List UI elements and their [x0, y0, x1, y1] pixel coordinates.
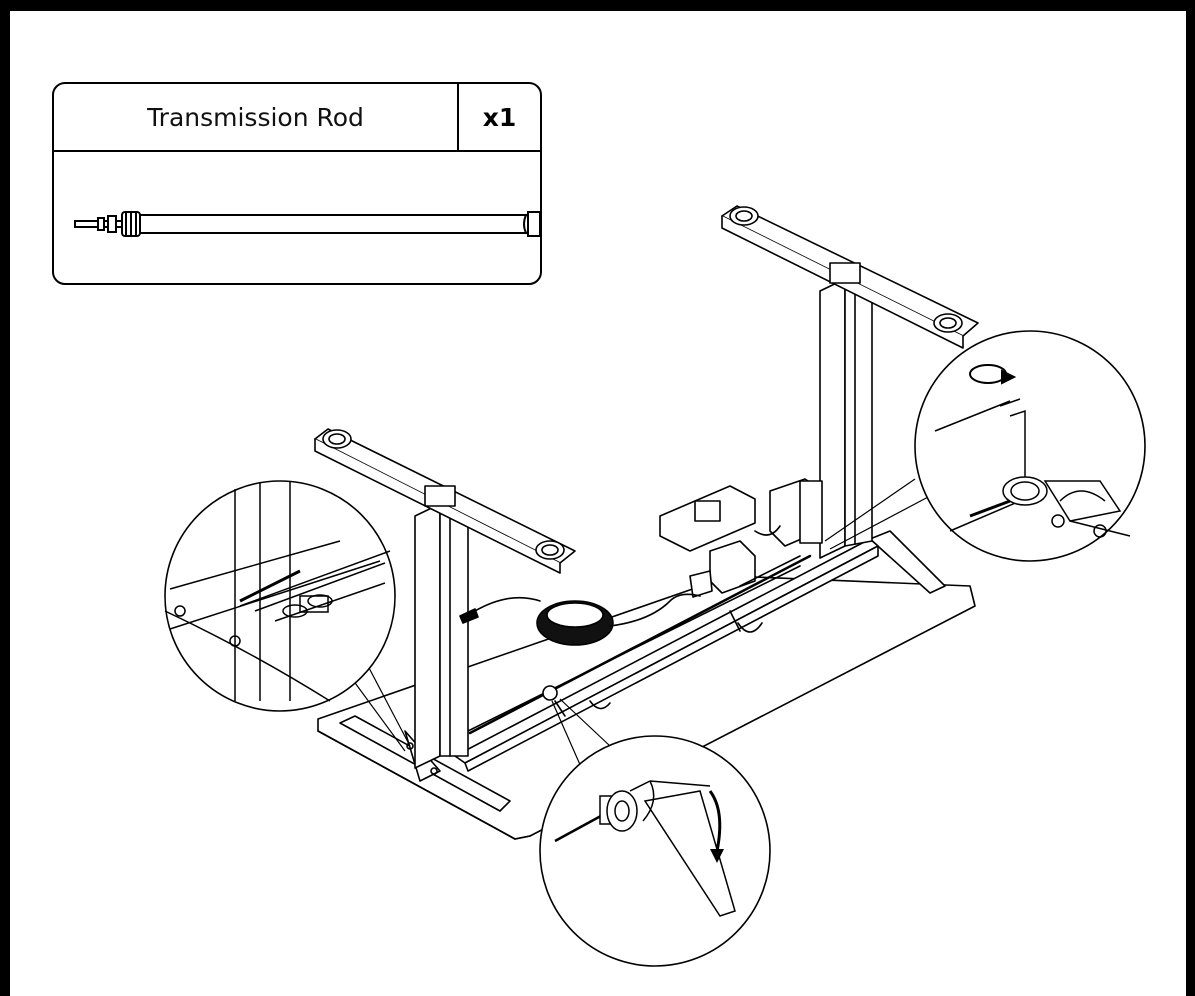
control-box — [659, 478, 823, 598]
rotation-arrow-icon — [969, 364, 1017, 385]
desk-frame-illustration — [164, 205, 1146, 967]
downward-arrow-icon — [708, 790, 724, 863]
header-divider — [457, 84, 459, 150]
right-leg-column — [819, 278, 873, 559]
crossbeam — [454, 538, 879, 772]
transmission-rod-illustration — [74, 211, 540, 237]
part-name-label: Transmission Rod — [147, 102, 364, 132]
hex-key-tighten-closeup — [914, 330, 1146, 562]
parts-card-header: Transmission Rod x1 — [54, 84, 540, 152]
part-quantity-label: x1 — [482, 102, 517, 132]
transmission-rod — [468, 554, 812, 735]
knob-wrench-closeup — [539, 735, 771, 967]
power-cord — [459, 593, 701, 646]
parts-card: Transmission Rod x1 — [52, 82, 542, 285]
right-base-plate — [869, 530, 946, 594]
right-top-bracket — [721, 205, 979, 349]
bracket-closeup — [164, 480, 396, 712]
left-top-bracket — [314, 428, 576, 574]
left-leg-column — [414, 503, 469, 769]
